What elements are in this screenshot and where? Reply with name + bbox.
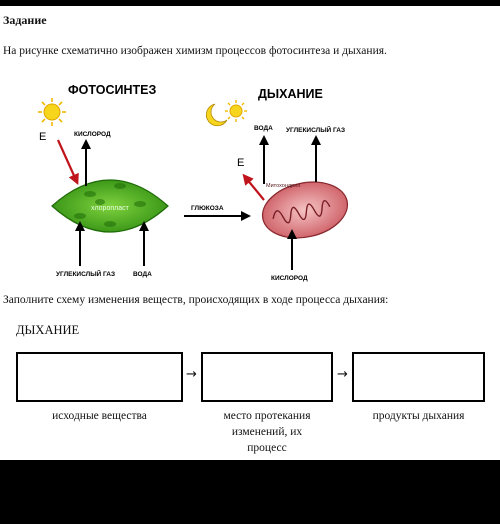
energy-label-left: E [39,131,46,143]
co2-out-label: УГЛЕКИСЛЫЙ ГАЗ [286,125,345,134]
mitochondria-shape [261,181,349,239]
water-in-label: ВОДА [133,271,152,278]
scheme-arrow-1: → [186,367,197,382]
process-diagram: ФОТОСИНТЕЗ ДЫХАНИЕ E хлоропласт КИСЛОРОД [38,83,349,282]
caption-respiration-products-text: продукты дыхания [372,410,465,422]
chloroplast-label: хлоропласт [91,205,130,212]
task-sheet: Задание На рисунке схематично изображен … [0,6,500,460]
released-energy-arrow [242,173,265,201]
respiration-title: ДЫХАНИЕ [258,87,323,101]
co2-in-label: УГЛЕКИСЛЫЙ ГАЗ [56,269,115,278]
scheme-title: ДЫХАНИЕ [16,323,80,337]
task-instruction: Заполните схему изменения веществ, проис… [3,294,389,306]
caption-location-line-1: место протекания [223,410,311,422]
moon-icon [205,103,228,127]
caption-location-line-2: изменений, их [231,426,303,439]
sun-icon [38,98,66,126]
mitochondria-label: Митохондрия [266,183,300,189]
sun-icon-right [225,100,247,122]
answer-box-location-process[interactable] [201,352,333,402]
caption-input-substances-text: исходные вещества [52,410,147,422]
caption-input-substances: исходные вещества [16,408,183,424]
energy-label-right: E [237,157,244,169]
scheme-arrow-2: → [337,367,348,382]
leaf-shape [51,179,169,233]
caption-location-line-3: процесс [247,442,287,455]
task-intro: На рисунке схематично изображен химизм п… [3,45,387,57]
task-heading: Задание [3,13,47,27]
oxygen-out-label: КИСЛОРОД [74,131,111,138]
caption-location-process: место протекания изменений, их процесс [201,408,333,456]
oxygen-in-label: КИСЛОРОД [271,275,308,282]
water-out-label: ВОДА [254,125,273,132]
caption-respiration-products: продукты дыхания [352,408,485,424]
answer-box-input-substances[interactable] [16,352,183,402]
photosynthesis-title: ФОТОСИНТЕЗ [68,83,156,97]
answer-box-respiration-products[interactable] [352,352,485,402]
glucose-label: ГЛЮКОЗА [191,205,224,212]
light-energy-arrow [56,139,79,186]
